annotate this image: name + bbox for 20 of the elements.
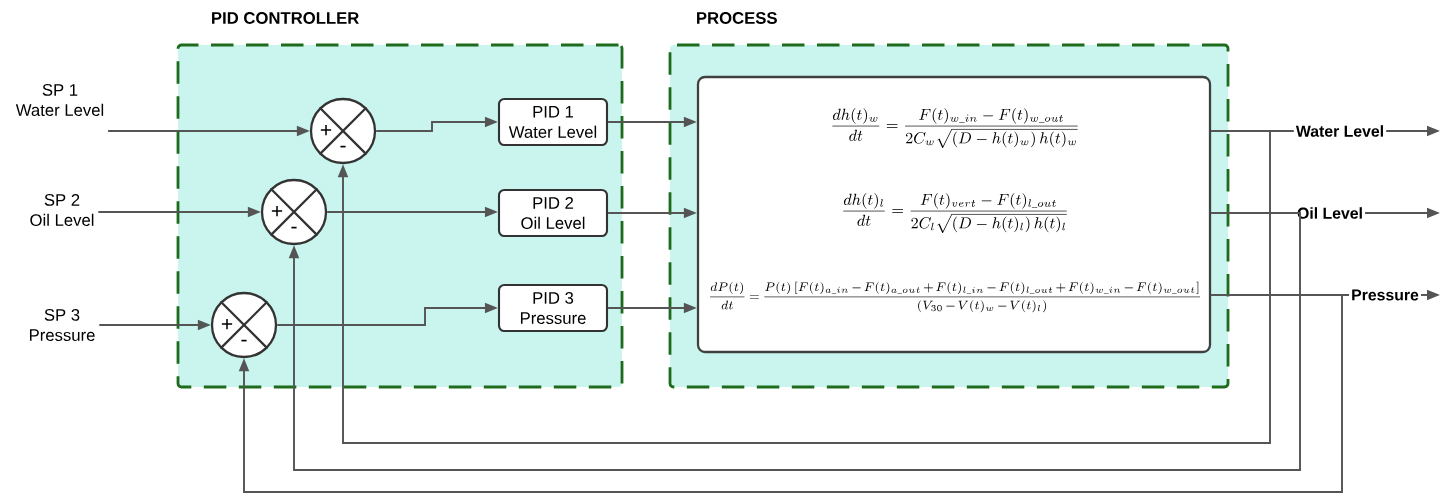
summing-junction: + - [309, 97, 377, 165]
arrow [337, 130, 1271, 444]
summing-junction: + - [210, 291, 278, 359]
setpoint-label: SP 1 Water Level [15, 84, 104, 116]
arrow [288, 212, 1301, 471]
setpoint-label: SP 2 Oil Level [30, 194, 94, 226]
summing-junction: + - [260, 178, 328, 246]
setpoint-label: SP 3 Pressure [30, 309, 95, 341]
controller-box: PID 2 Oil Level [497, 188, 609, 238]
equation: $\frac{dP(t)}{dt} = \frac{P(t)\left[F(t)_{a\_in} - F(t)_{a\_out} + F(t)_{l\_in} - F(t)_{l\_out} + F(t)_{w\_in} - F(t)_{w\_out}\right]}{\left(V_{30} - V(t)_w - V(t)_l\right)}$ [710, 281, 1200, 313]
equation: $\frac{dh(t)_l}{dt} = \frac{F(t)_{vert} - F(t)_{l\_out}}{2C_l\sqrt{\left(D-h(t)_l\right)h(t)_l}}$ [843, 192, 1067, 234]
panel-heading: PID CONTROLLER [212, 12, 359, 24]
controller-box: PID 3 Pressure [497, 283, 609, 333]
controller-box: PID 1 Water Level [497, 97, 609, 147]
arrow [238, 294, 1343, 493]
equation: $\frac{dh(t)_w}{dt} = \frac{F(t)_{w\_in} - F(t)_{w\_out}}{2C_w\sqrt{\left(D-h(t)_w\right)h(t)_w}}$ [832, 107, 1078, 149]
panel-heading: PROCESS [697, 12, 777, 24]
output-label: Water Level [1295, 125, 1383, 137]
output-label: Oil Level [1297, 207, 1362, 219]
output-label: Pressure [1352, 289, 1419, 301]
